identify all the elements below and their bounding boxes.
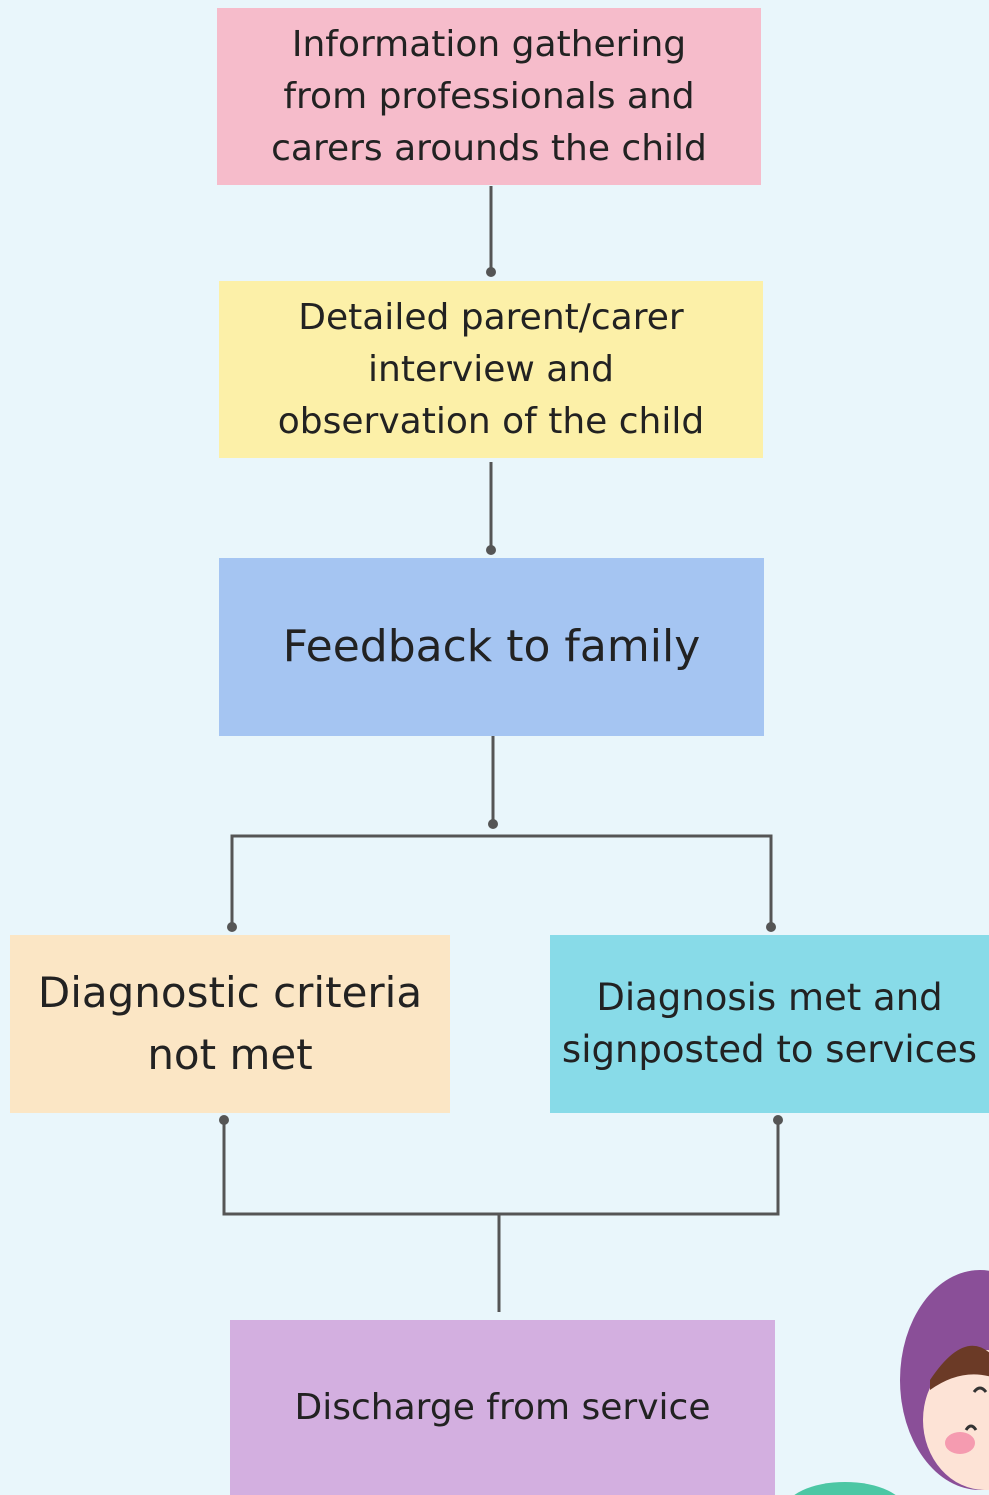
outcome-criteria-not-met: Diagnostic criteria not met [10,935,450,1113]
connector-branch-merge [222,1120,780,1216]
connector-dot [766,922,776,932]
connector-branch-split [230,834,773,927]
connector-dot [488,819,498,829]
child-mouth [964,1424,978,1431]
step-feedback-to-family: Feedback to family [219,558,764,736]
connector-dot [486,545,496,555]
child-eye [972,1386,988,1393]
step-label: Discharge from service [294,1386,711,1428]
child-face [923,1350,989,1490]
step-parent-interview: Detailed parent/carer interview and obse… [219,281,763,458]
child-body [794,1482,896,1495]
child-hair [930,1345,989,1390]
connector-dot [227,922,237,932]
child-illustration [794,1270,989,1495]
step-discharge: Discharge from service [230,1320,775,1495]
step-label: Feedback to family [282,621,701,672]
step-information-gathering: Information gathering from professionals… [217,8,761,185]
step-label: Diagnostic criteria not met [37,968,423,1079]
step-label: Detailed parent/carer interview and obse… [277,296,705,442]
child-cheek [945,1432,975,1454]
step-label: Diagnosis met and signposted to services [561,976,978,1071]
step-label: Information gathering from professionals… [271,23,707,169]
connector-dot [486,267,496,277]
outcome-diagnosis-met: Diagnosis met and signposted to services [550,935,989,1113]
